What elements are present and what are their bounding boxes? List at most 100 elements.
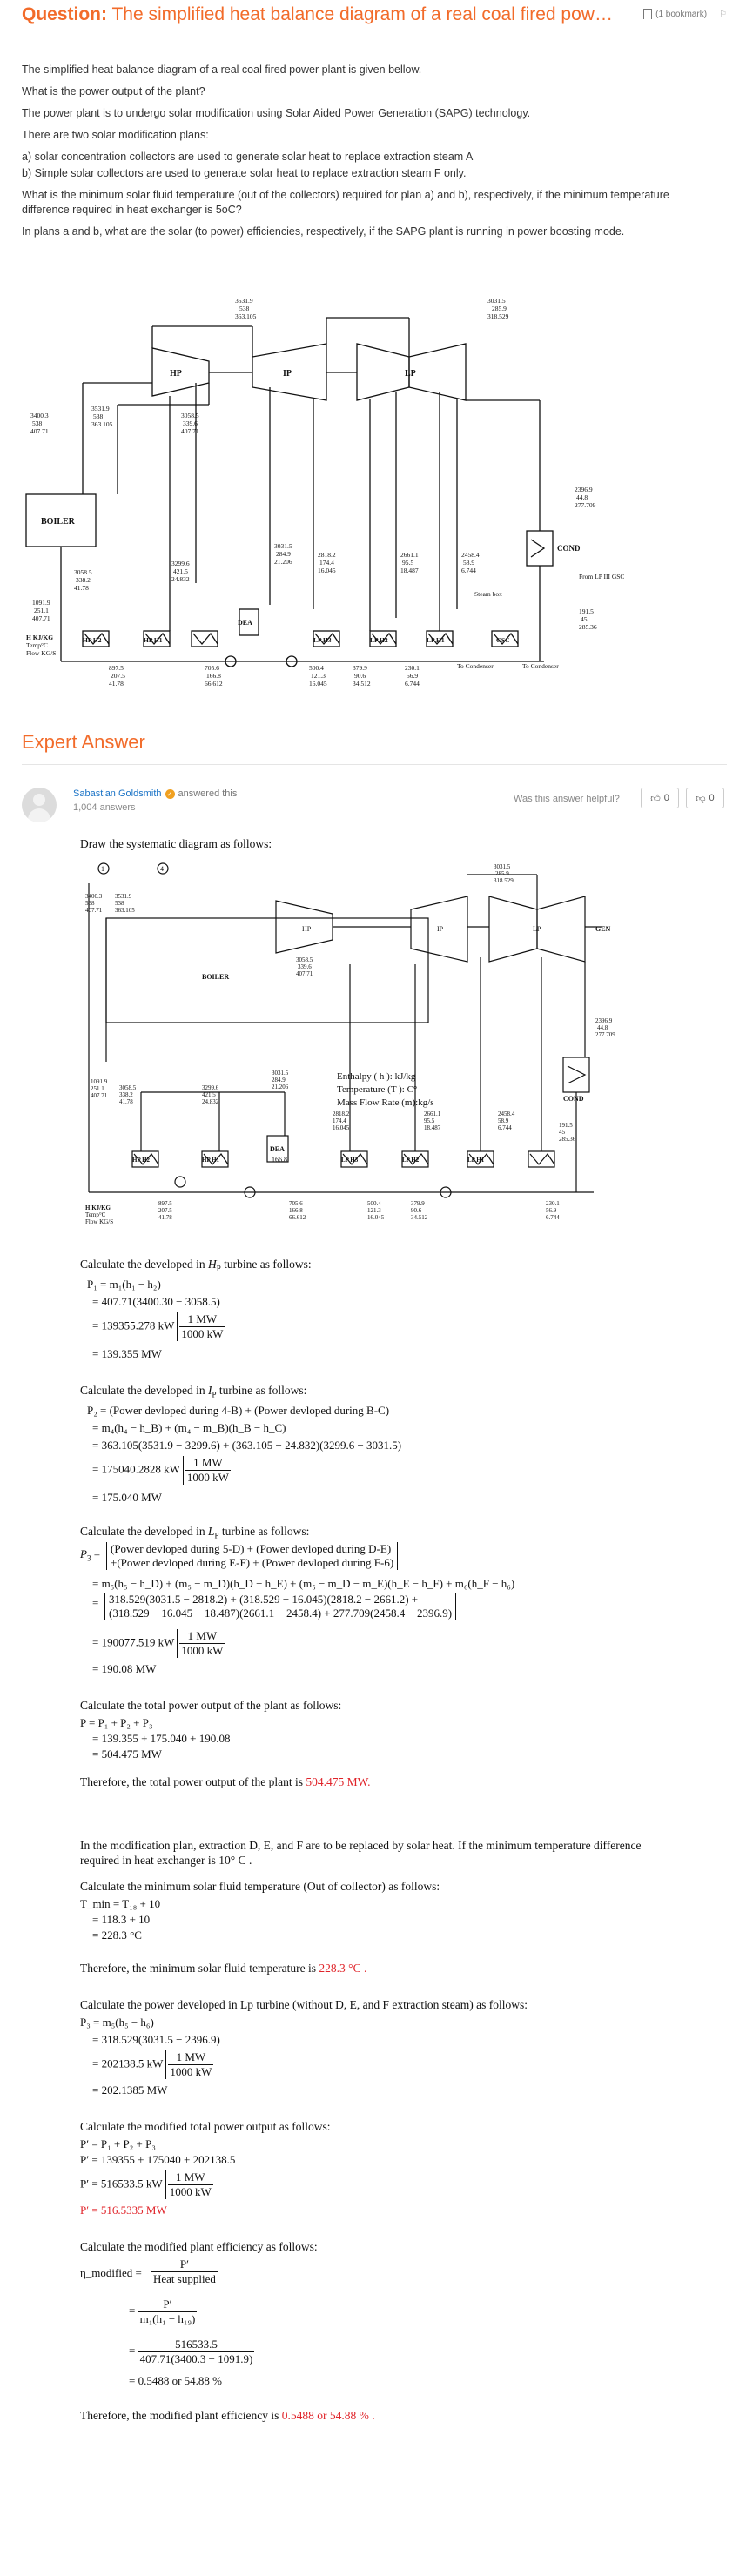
d2-b3-m: 16.045: [367, 1214, 385, 1221]
d2-rh-t: 538: [115, 900, 124, 907]
step-text: Calculate the developed in: [80, 1525, 205, 1538]
eq-p2-line5: = 175.040 MW: [92, 1491, 162, 1504]
hp2-label: HP: [302, 925, 312, 933]
unit-mw: 1 MW: [179, 1629, 225, 1644]
dea2-label: DEA: [270, 1145, 285, 1153]
bookmark-icon: [643, 9, 653, 19]
divider: [22, 764, 727, 765]
d2-hpx-h: 3058.5: [296, 956, 313, 963]
question-paragraph: There are two solar modification plans:: [22, 129, 209, 141]
co-h: 191.5: [579, 607, 594, 615]
step-lp-title: Calculate the developed in LP turbine as…: [80, 1525, 310, 1540]
d2-hpx-m: 407.71: [296, 970, 313, 977]
step-text: turbine as follows:: [218, 1384, 307, 1397]
bookmark-button[interactable]: (1 bookmark) ⚐: [643, 9, 727, 19]
question-paragraph: The power plant is to undergo solar modi…: [22, 107, 531, 119]
d2-b2-h: 379.9: [411, 1200, 425, 1207]
bd-h: 705.6: [205, 664, 219, 672]
d2-ef-h: 2458.4: [498, 1110, 515, 1117]
d2-lpx-m: 277.709: [595, 1031, 615, 1038]
step-hp-title: Calculate the developed in HP turbine as…: [80, 1258, 312, 1273]
d2-bd-t: 166.8: [289, 1207, 303, 1214]
step-eff-title: Calculate the modified plant efficiency …: [80, 2240, 318, 2253]
d2-ef-m: 6.744: [498, 1124, 512, 1131]
step-lpmod-title: Calculate the power developed in Lp turb…: [80, 1998, 528, 2011]
question-paragraph: a) solar concentration collectors are us…: [22, 151, 474, 163]
hpx-h: 3058.5: [181, 412, 199, 419]
result-total: Therefore, the total power output of the…: [80, 1775, 371, 1789]
question-label: Question:: [22, 4, 107, 24]
ba-m: 41.78: [109, 680, 124, 688]
eq-value: = 139355.278 kW: [92, 1318, 175, 1332]
eq-pmod-4: P′ = 516.5335 MW: [80, 2204, 167, 2217]
d2-b3-t: 121.3: [367, 1207, 381, 1214]
step-var: H: [207, 1258, 217, 1271]
d2-ec-m: 21.206: [272, 1083, 289, 1090]
eq-value: = 202138.5 kW: [92, 2056, 164, 2070]
d2-ms-m: 407.71: [85, 907, 103, 914]
lpx-t: 44.8: [576, 493, 588, 501]
hp-label: HP: [170, 369, 182, 379]
rh-t: 538: [93, 413, 104, 420]
heater-hp1a: HP H1: [144, 636, 163, 644]
d2-lpx-h: 2396.9: [595, 1017, 613, 1024]
thumbs-up-icon: 👍︎: [650, 793, 661, 804]
d2-ea-m: 41.78: [119, 1098, 133, 1105]
answered-text: answered this: [178, 788, 238, 799]
unit-kw: 1000 kW: [181, 1644, 224, 1657]
question-paragraph: The simplified heat balance diagram of a…: [22, 64, 422, 76]
boiler2-label: BOILER: [202, 973, 229, 981]
eq-value: = 190077.519 kW: [92, 1635, 175, 1649]
legend-h: H KJ/KG: [26, 634, 53, 641]
eq-tot-3: = 504.475 MW: [92, 1748, 162, 1761]
lp-label: LP: [405, 369, 416, 379]
unit-mw: 1 MW: [167, 2170, 213, 2185]
b2-t: 90.6: [354, 672, 366, 680]
lpx-m: 277.709: [575, 501, 596, 509]
ec-m: 21.206: [274, 558, 292, 566]
eb-t: 421.5: [173, 567, 188, 575]
eq-p2-line2: = m₄(h₄ − h_B) + (m₄ − m_B)(h_B − h_C): [92, 1421, 286, 1434]
to-condenser-2: To Condenser: [522, 662, 559, 670]
cond2-label: COND: [563, 1095, 584, 1103]
thumbs-down-button[interactable]: 👎︎0: [686, 788, 724, 808]
expert-name-link[interactable]: Sabastian Goldsmith: [73, 788, 162, 799]
eb-h: 3299.6: [171, 560, 190, 567]
legend-t: Temp°C: [26, 641, 48, 649]
answer-intro: Draw the systematic diagram as follows:: [80, 837, 272, 850]
d2-eb-m: 24.832: [202, 1098, 219, 1105]
unit-mw: 1 MW: [179, 1312, 225, 1327]
question-title-text: The simplified heat balance diagram of a…: [111, 4, 622, 24]
ms-m: 407.71: [30, 427, 49, 435]
eq-tmin-3: = 228.3 °C: [92, 1929, 142, 1942]
d2-ea-h: 3058.5: [119, 1084, 137, 1091]
eq-eff-frac1: P′Heat supplied: [151, 2257, 218, 2286]
ea-m: 41.78: [74, 584, 89, 592]
eq-p3-l2: +(Power devloped during E-F) + (Power de…: [111, 1556, 394, 1569]
ef-m: 6.744: [461, 567, 476, 574]
d2-ee-t: 95.5: [424, 1117, 435, 1124]
d2-co-m: 285.36: [559, 1136, 576, 1143]
ba-h: 897.5: [109, 664, 124, 672]
d2-legend-h: H KJ/KG: [85, 1204, 111, 1211]
fw-t: 251.1: [34, 607, 49, 614]
hpx-m: 407.71: [181, 427, 199, 435]
d2-lp3: LP H3: [341, 1157, 359, 1164]
step-pmod-title: Calculate the modified total power outpu…: [80, 2120, 331, 2133]
eff-den: Heat supplied: [153, 2272, 216, 2285]
flag-icon[interactable]: ⚐: [719, 9, 727, 19]
eq-p2-line3: = 363.105(3531.9 − 3299.6) + (363.105 − …: [92, 1439, 402, 1452]
question-paragraph: What is the power output of the plant?: [22, 85, 205, 97]
d2-lpx-t: 44.8: [597, 1024, 608, 1031]
result-text: Therefore, the modified plant efficiency…: [80, 2409, 279, 2422]
ee-t: 95.5: [402, 559, 413, 567]
eq-eff-result: = 0.5488 or 54.88 %: [129, 2374, 222, 2387]
eq-p3-bracket2: 318.529(3031.5 − 2818.2) + (318.529 − 16…: [104, 1593, 457, 1620]
eq-p1-line2: = 407.71(3400.30 − 3058.5): [92, 1295, 220, 1308]
thumbs-up-button[interactable]: 👍︎0: [641, 788, 679, 808]
